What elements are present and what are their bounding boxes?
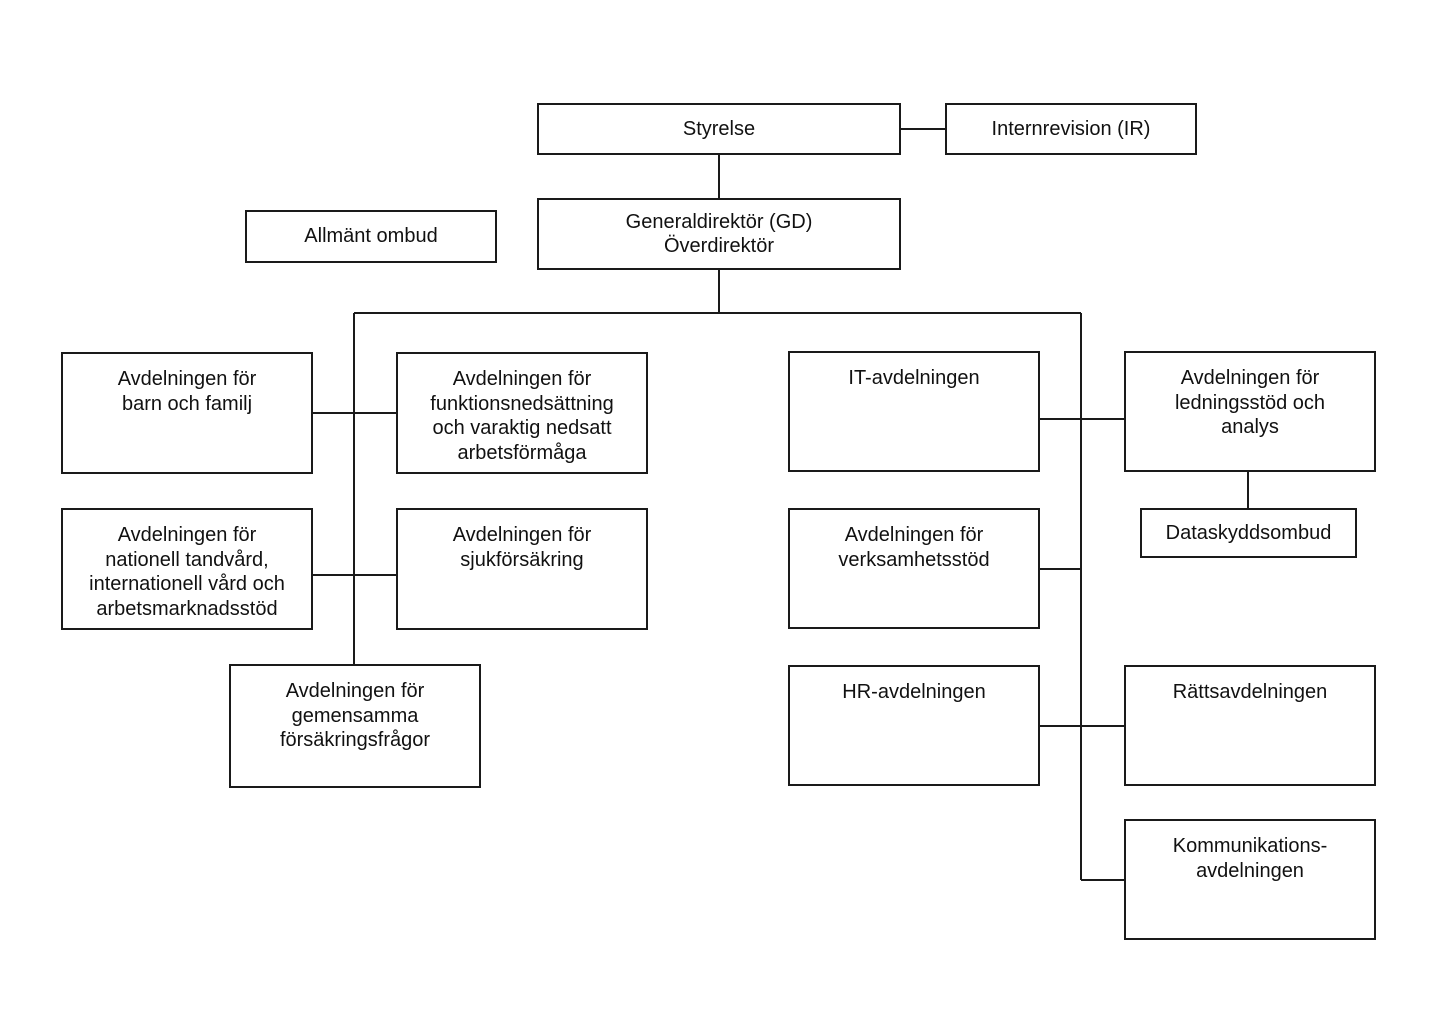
node-label-line: Kommunikations- — [1172, 835, 1328, 857]
node-label-line: arbetsmarknadsstöd — [96, 597, 278, 620]
node-label-line: internationell vård och — [89, 573, 285, 595]
node-label-line: Avdelningen för — [1180, 367, 1320, 389]
node-label-line: Avdelningen för — [452, 368, 592, 390]
node-dataskyddsombud: Dataskyddsombud — [1140, 508, 1357, 558]
node-label-line: sjukförsäkring — [460, 548, 584, 571]
node-it-avdelningen: IT-avdelningen — [788, 351, 1040, 472]
node-label-line: Avdelningen för — [117, 524, 257, 546]
node-label-line: försäkringsfrågor — [279, 729, 431, 751]
node-label-line: Dataskyddsombud — [1165, 521, 1332, 544]
node-label-line: Överdirektör — [663, 235, 775, 257]
node-label-line: funktionsnedsättning — [430, 392, 614, 415]
node-label-line: Internrevision (IR) — [991, 117, 1151, 140]
node-rattsavdelningen: Rättsavdelningen — [1124, 665, 1376, 786]
node-label-line: ledningsstöd och — [1174, 391, 1326, 414]
node-generaldirektor: Generaldirektör (GD)Överdirektör — [537, 198, 901, 270]
node-label-line: arbetsförmåga — [457, 441, 587, 464]
node-label-line: verksamhetsstöd — [838, 548, 990, 571]
node-label-line: HR-avdelningen — [842, 681, 986, 703]
node-allmant-ombud: Allmänt ombud — [245, 210, 497, 263]
node-label-line: Avdelningen för — [452, 524, 592, 546]
node-label-line: Avdelningen för — [285, 680, 425, 702]
node-label-line: Rättsavdelningen — [1172, 681, 1328, 703]
node-label-line: barn och familj — [121, 392, 253, 415]
node-label-line: Avdelningen för — [117, 368, 257, 390]
node-internrevision: Internrevision (IR) — [945, 103, 1197, 155]
node-label-line: Styrelse — [682, 117, 756, 140]
node-label-line: avdelningen — [1196, 859, 1304, 882]
node-label-line: nationell tandvård, — [105, 548, 269, 571]
node-label-line: Avdelningen för — [844, 524, 984, 546]
node-label-line: analys — [1221, 416, 1279, 438]
node-hr-avdelningen: HR-avdelningen — [788, 665, 1040, 786]
node-label-line: IT-avdelningen — [848, 367, 980, 389]
node-label-line: Allmänt ombud — [304, 225, 438, 248]
node-label-line: gemensamma — [291, 704, 419, 727]
node-label-line: och varaktig nedsatt — [432, 417, 612, 439]
node-styrelse: Styrelse — [537, 103, 901, 155]
node-kommunikationsavdelningen: Kommunikations-avdelningen — [1124, 819, 1376, 940]
node-label-line: Generaldirektör (GD) — [625, 210, 813, 233]
